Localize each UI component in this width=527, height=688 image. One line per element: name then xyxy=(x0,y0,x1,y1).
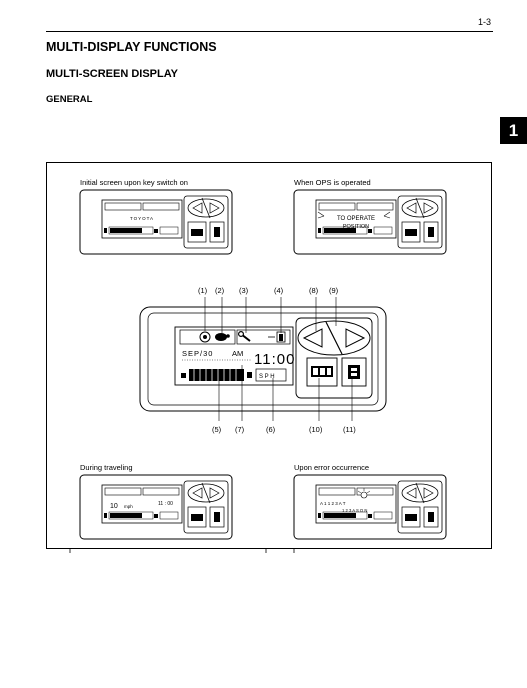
ops-line1-text: TO OPERATE xyxy=(337,216,375,222)
time-text: 11:00 xyxy=(254,351,295,368)
error-line2-text: 1 2 3 A S O N xyxy=(342,508,367,513)
ops-line2-text: POSITION xyxy=(343,224,369,230)
header-rule xyxy=(46,31,493,32)
warning-burst-icon xyxy=(317,211,391,219)
wrench-icon xyxy=(238,331,251,342)
caption-error: Upon error occurrence xyxy=(294,463,370,472)
turtle-icon xyxy=(215,333,230,341)
battery-gauge xyxy=(181,369,252,381)
chapter-tab: 1 xyxy=(500,117,527,144)
callout-10: (10) xyxy=(309,425,323,434)
traveling-screen-panel: 10 mph 11 : 00 xyxy=(79,474,233,540)
callout-5: (5) xyxy=(212,425,222,434)
callout-2: (2) xyxy=(215,286,225,295)
page-subtitle: MULTI-SCREEN DISPLAY xyxy=(46,68,179,80)
callout-4: (4) xyxy=(274,286,284,295)
mode-letters-text: S P H xyxy=(259,374,275,380)
section-heading: GENERAL xyxy=(46,94,93,105)
frame-bottom-ticks xyxy=(69,549,295,553)
initial-screen-panel: TOYOTA xyxy=(79,189,233,255)
callout-leaders xyxy=(204,297,353,421)
callout-6: (6) xyxy=(266,425,276,434)
initial-brand-text: TOYOTA xyxy=(130,216,154,221)
figure-frame xyxy=(46,162,492,549)
travel-clock-text: 11 : 00 xyxy=(158,501,173,507)
performance-select-button xyxy=(306,357,338,387)
callout-7: (7) xyxy=(235,425,245,434)
mode-select-button xyxy=(341,357,367,387)
performance-mode-indicator: S P H xyxy=(255,368,287,382)
caption-initial: Initial screen upon key switch on xyxy=(80,178,188,187)
ops-screen-panel: TO OPERATE POSITION xyxy=(293,189,447,255)
ampm-text: AM xyxy=(232,349,243,358)
travel-speed-text: 10 xyxy=(110,503,118,510)
callout-9: (9) xyxy=(329,286,339,295)
travel-unit-text: mph xyxy=(124,504,133,509)
right-arrow-button xyxy=(345,328,366,348)
page-number: 1-3 xyxy=(478,17,492,27)
left-arrow-button xyxy=(302,328,323,348)
callout-8: (8) xyxy=(309,286,319,295)
error-line1-text: A 1 1 2 3 A T xyxy=(320,501,346,506)
callout-11: (11) xyxy=(343,425,356,434)
page-title: MULTI-DISPLAY FUNCTIONS xyxy=(46,40,217,54)
caption-traveling: During traveling xyxy=(80,463,133,472)
error-screen-panel: A 1 1 2 3 A T 1 2 3 A S O N xyxy=(293,474,447,540)
parking-brake-icon xyxy=(199,331,211,343)
date-text: SEP/30 xyxy=(182,349,213,358)
callout-1: (1) xyxy=(198,286,208,295)
error-burst-icon xyxy=(357,488,371,499)
main-display-panel: SEP/30 AM 11:00 S P H xyxy=(139,297,387,421)
callout-3: (3) xyxy=(239,286,249,295)
caption-ops: When OPS is operated xyxy=(294,178,371,187)
